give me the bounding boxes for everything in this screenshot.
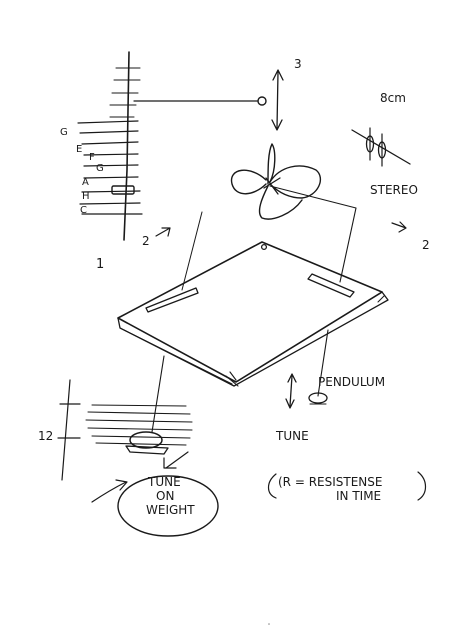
resistance-note: (R = RESISTENSE IN TIME [267,471,427,503]
note-label-a: A [82,177,89,188]
pendulum-arrow [285,373,297,409]
callout-arrow [91,479,128,503]
weight-icon [125,431,169,455]
plate-hole [260,243,268,251]
label-one: 1 [96,257,104,272]
label-tune: TUNE [275,429,309,443]
note-label-c: C [80,205,87,216]
pendulum-weight [308,392,328,404]
propeller-icon [230,143,321,220]
paper-speck [268,623,270,625]
main-plate [117,241,389,387]
vertical-scale [77,51,143,241]
record-lines [85,404,193,446]
slot-right [307,273,355,298]
slot-left [145,287,199,313]
left-string [181,211,203,291]
scale-connector [133,96,267,106]
weight-arrow [163,451,189,469]
label-tune-on-weight-1: TUNE [147,475,181,489]
weight-string [151,355,165,433]
dimension-twelve [57,379,81,481]
label-stereo: STEREO [370,183,418,197]
label-size: 8cm [380,91,406,105]
knob-icon [257,96,267,106]
note-label-g: G [60,127,68,138]
label-three: 3 [294,57,302,71]
vertical-arrow [271,69,284,131]
tune-on-weight-callout: TUNE ON WEIGHT [117,475,219,537]
scale-note-labels: G E F G A H C [60,127,104,216]
arrow-left [155,227,171,237]
label-two-right: 2 [422,238,430,252]
note-label-g2: G [96,163,104,174]
label-resistance-2: IN TIME [336,489,381,503]
propeller-string [269,185,357,283]
label-two-left: 2 [142,234,150,248]
note-label-f: F [89,152,95,163]
label-twelve: 12 [38,429,53,443]
plate-edge-mark [377,295,385,303]
stereo-symbol [351,127,411,167]
scale-slider [111,185,135,195]
note-label-e: E [76,144,82,155]
note-label-h: H [82,191,90,202]
label-pendulum: PENDULUM [318,375,385,389]
label-tune-on-weight-3: WEIGHT [146,503,195,517]
pendulum [308,329,329,405]
arrow-right [391,221,407,233]
label-tune-on-weight-2: ON [156,489,174,503]
label-resistance-1: (R = RESISTENSE [278,475,382,489]
